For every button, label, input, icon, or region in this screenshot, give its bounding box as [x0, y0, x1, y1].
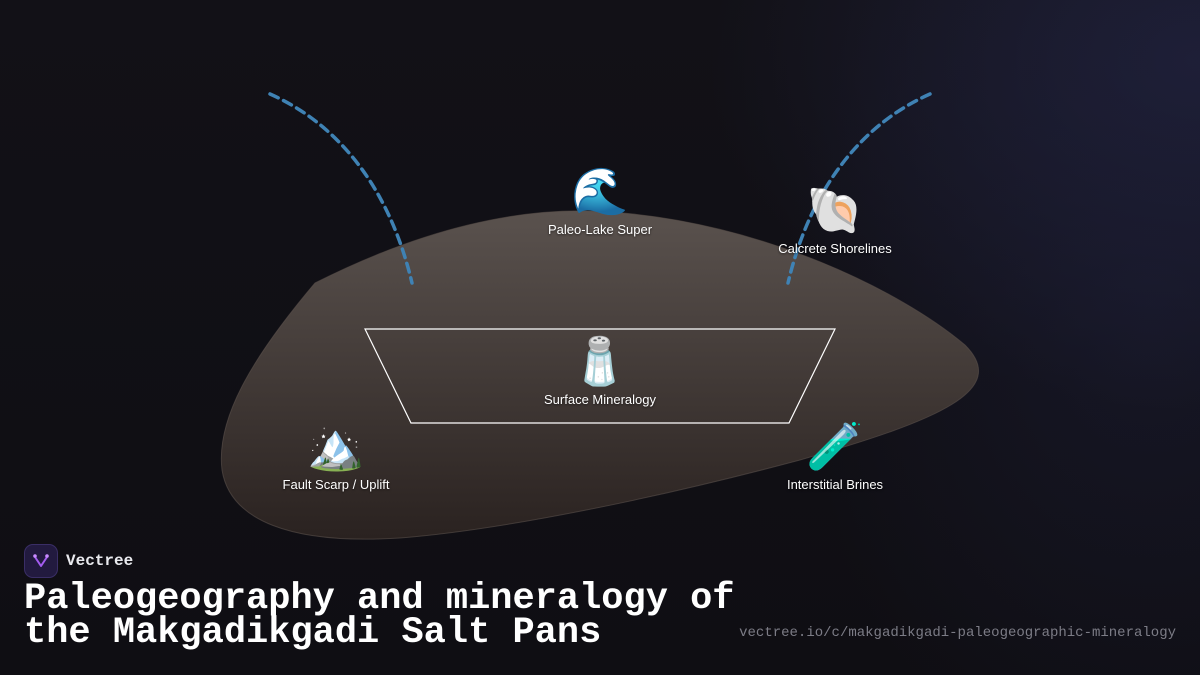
- source-url[interactable]: vectree.io/c/makgadikgadi-paleogeographi…: [739, 625, 1176, 641]
- page-title: Paleogeography and mineralogy of the Mak…: [24, 578, 735, 654]
- brand[interactable]: Vectree: [24, 544, 133, 578]
- mountain-icon: 🏔️: [307, 420, 365, 472]
- node-paleo-lake: 🌊 Paleo-Lake Super: [548, 164, 652, 237]
- node-label: Fault Scarp / Uplift: [282, 477, 390, 492]
- surface-trapezoid: [364, 328, 836, 424]
- node-label: Surface Mineralogy: [544, 392, 656, 407]
- node-brines: 🧪 Interstitial Brines: [787, 419, 883, 492]
- dashed-arc-right: [786, 92, 932, 285]
- test-tube-icon: 🧪: [806, 420, 864, 472]
- vectree-logo-icon: [24, 544, 58, 578]
- node-fault-scarp: 🏔️ Fault Scarp / Uplift: [283, 419, 390, 492]
- shell-icon: 🐚: [806, 184, 864, 236]
- wave-icon: 🌊: [571, 165, 629, 217]
- node-label: Calcrete Shorelines: [778, 241, 892, 256]
- salt-shaker-icon: 🧂: [571, 335, 629, 387]
- dashed-arc-left: [268, 92, 414, 285]
- node-label: Interstitial Brines: [786, 477, 884, 492]
- node-surface-mineralogy: 🧂 Surface Mineralogy: [544, 334, 656, 407]
- node-calcrete: 🐚 Calcrete Shorelines: [778, 183, 891, 256]
- node-label: Paleo-Lake Super: [547, 222, 653, 237]
- brand-name: Vectree: [66, 552, 134, 570]
- basin-shape: [220, 210, 979, 540]
